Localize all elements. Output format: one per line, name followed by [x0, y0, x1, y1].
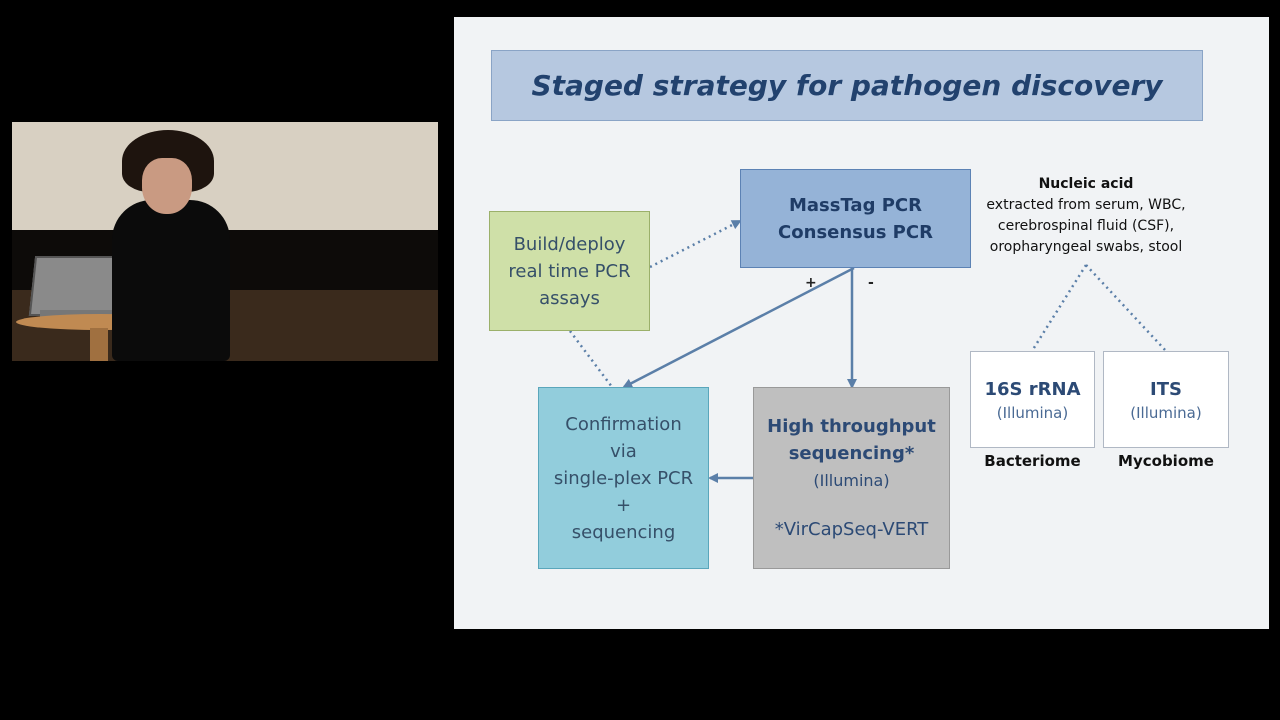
- video-wall: [12, 122, 438, 230]
- minus-sign: -: [868, 275, 874, 291]
- rrna-16s-box: 16S rRNA (Illumina): [970, 351, 1095, 448]
- dotted-nucleic-to-16s: [1030, 264, 1088, 352]
- dotted-nucleic-to-its: [1085, 264, 1167, 352]
- hts-line-1: High throughput: [767, 416, 936, 437]
- arrow-masstag-to-confirmation: [622, 266, 855, 389]
- speaker-video: [12, 122, 438, 361]
- its-name: ITS: [1150, 379, 1182, 400]
- realtime-line-1: Build/deploy: [513, 233, 626, 255]
- high-throughput-sequencing-box: High throughput sequencing* (Illumina) *…: [753, 387, 950, 569]
- its-box: ITS (Illumina): [1103, 351, 1229, 448]
- masstag-pcr-box: MassTag PCR Consensus PCR: [740, 169, 971, 268]
- confirmation-box: Confirmation via single-plex PCR + seque…: [538, 387, 709, 569]
- slide-title: Staged strategy for pathogen discovery: [531, 69, 1163, 102]
- confirm-line-2: via: [610, 440, 637, 462]
- nucleic-line-1: extracted from serum, WBC,: [986, 197, 1186, 213]
- masstag-line-1: MassTag PCR: [788, 194, 922, 216]
- speaker-face: [142, 158, 192, 214]
- speaker-body: [112, 200, 230, 361]
- bacteriome-label: Bacteriome: [984, 452, 1081, 470]
- nucleic-acid-text: Nucleic acid extracted from serum, WBC, …: [974, 174, 1198, 258]
- confirm-line-4: +: [615, 494, 632, 516]
- confirm-line-3: single-plex PCR: [553, 467, 694, 489]
- nucleic-heading: Nucleic acid: [1038, 176, 1134, 192]
- its-platform: (Illumina): [1130, 404, 1202, 422]
- realtime-pcr-box: Build/deploy real time PCR assays: [489, 211, 650, 331]
- realtime-line-3: assays: [539, 287, 600, 309]
- dotted-realtime-to-confirmation: [569, 330, 613, 388]
- masstag-line-2: Consensus PCR: [778, 221, 933, 243]
- mycobiome-label: Mycobiome: [1118, 452, 1214, 470]
- confirm-line-1: Confirmation: [565, 413, 682, 435]
- arrow-realtime-to-masstag: [649, 219, 742, 269]
- plus-sign: +: [805, 275, 817, 291]
- nucleic-line-3: oropharyngeal swabs, stool: [989, 239, 1183, 255]
- confirm-line-5: sequencing: [571, 521, 676, 543]
- presentation-slide: Staged strategy for pathogen discovery B…: [454, 17, 1269, 629]
- hts-line-2: sequencing*: [788, 443, 915, 464]
- nucleic-line-2: cerebrospinal fluid (CSF),: [997, 218, 1175, 234]
- podium-leg: [90, 328, 108, 361]
- hts-note: *VirCapSeq-VERT: [774, 519, 929, 540]
- rrna-platform: (Illumina): [996, 404, 1069, 422]
- slide-title-box: Staged strategy for pathogen discovery: [491, 50, 1203, 121]
- hts-platform: (Illumina): [813, 471, 890, 490]
- realtime-line-2: real time PCR: [508, 260, 631, 282]
- rrna-name: 16S rRNA: [984, 379, 1081, 400]
